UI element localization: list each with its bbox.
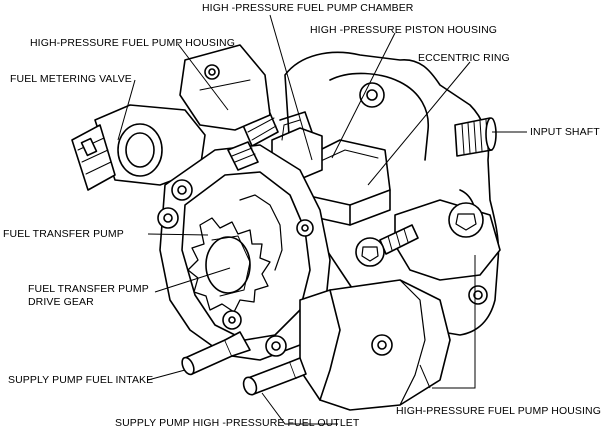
- label-input-shaft: INPUT SHAFT: [530, 126, 600, 138]
- label-hp-pump-chamber: HIGH -PRESSURE FUEL PUMP CHAMBER: [202, 2, 414, 14]
- label-hp-pump-housing-top: HIGH-PRESSURE FUEL PUMP HOUSING: [30, 37, 235, 49]
- leader-supply-outlet: [261, 392, 338, 425]
- leader-hp-chamber: [269, 14, 313, 161]
- leader-ftp-drive-gear: [154, 267, 231, 293]
- label-eccentric-ring: ECCENTRIC RING: [418, 52, 510, 64]
- label-supply-pump-fuel-intake: SUPPLY PUMP FUEL INTAKE: [8, 374, 154, 386]
- supply-intake-fitting: [181, 331, 251, 376]
- label-ftp-drive-gear-line1: FUEL TRANSFER PUMP: [28, 283, 149, 295]
- rear-body-inner: [329, 72, 429, 161]
- label-fuel-transfer-pump: FUEL TRANSFER PUMP: [3, 228, 124, 240]
- side-flange-shape: [394, 199, 501, 281]
- threaded-stud-center: [227, 141, 259, 171]
- center-bolt-shape: [355, 224, 419, 267]
- input-shaft-shape: [454, 117, 497, 157]
- lower-housing-shape: [299, 279, 451, 411]
- leader-supply-intake: [147, 369, 186, 381]
- hp-outlet-fitting: [242, 357, 307, 396]
- label-ftp-drive-gear-line2: DRIVE GEAR: [28, 296, 94, 308]
- label-fuel-metering-valve: FUEL METERING VALVE: [10, 73, 132, 85]
- leader-piston-housing: [331, 32, 396, 159]
- leader-hp-housing-top: [177, 43, 229, 111]
- label-supply-pump-hp-outlet: SUPPLY PUMP HIGH -PRESSURE FUEL OUTLET: [115, 417, 360, 429]
- leader-hp-housing-bottom: [432, 255, 476, 389]
- front-cover-shape: [157, 144, 331, 361]
- leader-eccentric-ring: [367, 61, 471, 186]
- upper-housing-shape: [179, 44, 271, 131]
- leader-fuel-transfer-pump: [147, 233, 209, 236]
- label-hp-piston-housing: HIGH -PRESSURE PISTON HOUSING: [310, 24, 498, 36]
- leader-fuel-metering-valve: [117, 79, 136, 141]
- label-hp-pump-housing-bottom: HIGH-PRESSURE FUEL PUMP HOUSING: [396, 405, 601, 417]
